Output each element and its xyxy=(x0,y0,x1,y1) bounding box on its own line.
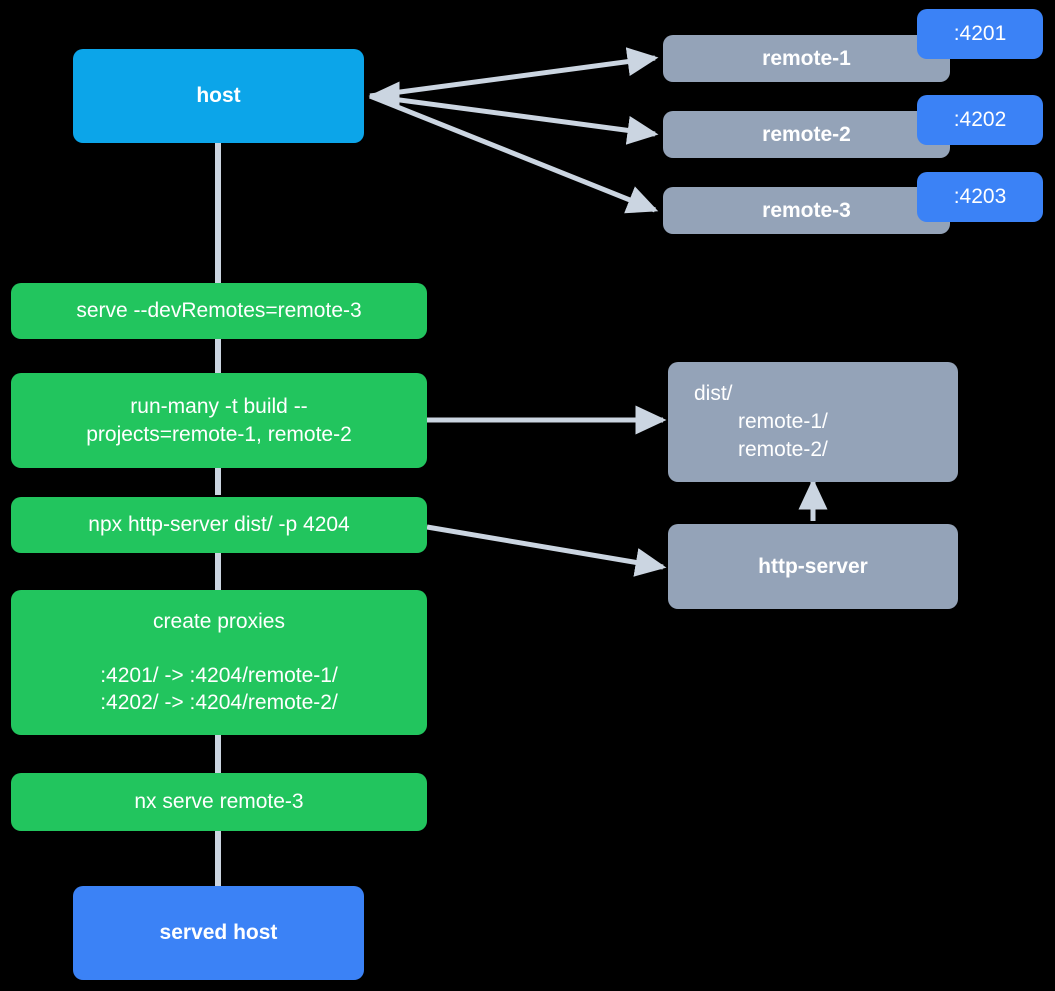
node-command-nx-serve-remote-3[interactable]: nx serve remote-3 xyxy=(11,773,427,831)
edge-host-to-remote-3 xyxy=(369,93,659,214)
node-artifact-dist[interactable]: dist/ remote-1/ remote-2/ xyxy=(668,362,958,482)
node-remote-1-label: remote-1 xyxy=(762,46,851,70)
node-command-serve[interactable]: serve --devRemotes=remote-3 xyxy=(11,283,427,339)
edge-npx-to-http-server xyxy=(426,524,667,577)
node-host-label: host xyxy=(196,84,241,108)
node-remote-2[interactable]: remote-2 xyxy=(663,111,950,158)
badge-remote-3-port: :4203 xyxy=(917,172,1043,222)
node-command-run-many-line2: projects=remote-1, remote-2 xyxy=(86,422,352,446)
node-command-create-proxies[interactable]: create proxies :4201/ -> :4204/remote-1/… xyxy=(11,590,427,735)
node-served-host-label: served host xyxy=(159,921,278,945)
badge-remote-2-port-label: :4202 xyxy=(953,108,1007,131)
badge-remote-2-port: :4202 xyxy=(917,95,1043,145)
node-command-create-proxies-text: create proxies :4201/ -> :4204/remote-1/… xyxy=(25,608,413,717)
node-remote-1[interactable]: remote-1 xyxy=(663,35,950,82)
node-artifact-http-server[interactable]: http-server xyxy=(668,524,958,609)
node-remote-3[interactable]: remote-3 xyxy=(663,187,950,234)
badge-remote-1-port-label: :4201 xyxy=(953,22,1007,45)
node-command-run-many[interactable]: run-many -t build -- projects=remote-1, … xyxy=(11,373,427,468)
node-command-create-proxies-line1: :4201/ -> :4204/remote-1/ xyxy=(100,663,338,687)
badge-remote-1-port: :4201 xyxy=(917,9,1043,59)
node-command-npx-http-server-label: npx http-server dist/ -p 4204 xyxy=(88,513,350,537)
node-artifact-dist-child-2: remote-2/ xyxy=(738,437,828,461)
node-artifact-dist-text: dist/ remote-1/ remote-2/ xyxy=(668,380,958,463)
node-remote-3-label: remote-3 xyxy=(762,198,851,222)
node-command-create-proxies-title: create proxies xyxy=(153,609,285,633)
edge-host-to-remote-1 xyxy=(369,47,659,99)
node-command-run-many-text: run-many -t build -- projects=remote-1, … xyxy=(86,393,352,448)
edge-host-to-remote-2 xyxy=(369,93,659,145)
node-command-npx-http-server[interactable]: npx http-server dist/ -p 4204 xyxy=(11,497,427,553)
node-command-nx-serve-remote-3-label: nx serve remote-3 xyxy=(134,790,304,814)
node-artifact-dist-root: dist/ xyxy=(694,382,733,406)
node-served-host[interactable]: served host xyxy=(73,886,364,980)
node-artifact-http-server-label: http-server xyxy=(758,554,868,578)
node-command-serve-label: serve --devRemotes=remote-3 xyxy=(76,299,362,323)
node-host[interactable]: host xyxy=(73,49,364,143)
badge-remote-3-port-label: :4203 xyxy=(953,185,1007,208)
node-command-run-many-line1: run-many -t build -- xyxy=(130,394,308,418)
node-artifact-dist-child-1: remote-1/ xyxy=(738,410,828,434)
node-remote-2-label: remote-2 xyxy=(762,122,851,146)
node-command-create-proxies-line2: :4202/ -> :4204/remote-2/ xyxy=(100,691,338,715)
